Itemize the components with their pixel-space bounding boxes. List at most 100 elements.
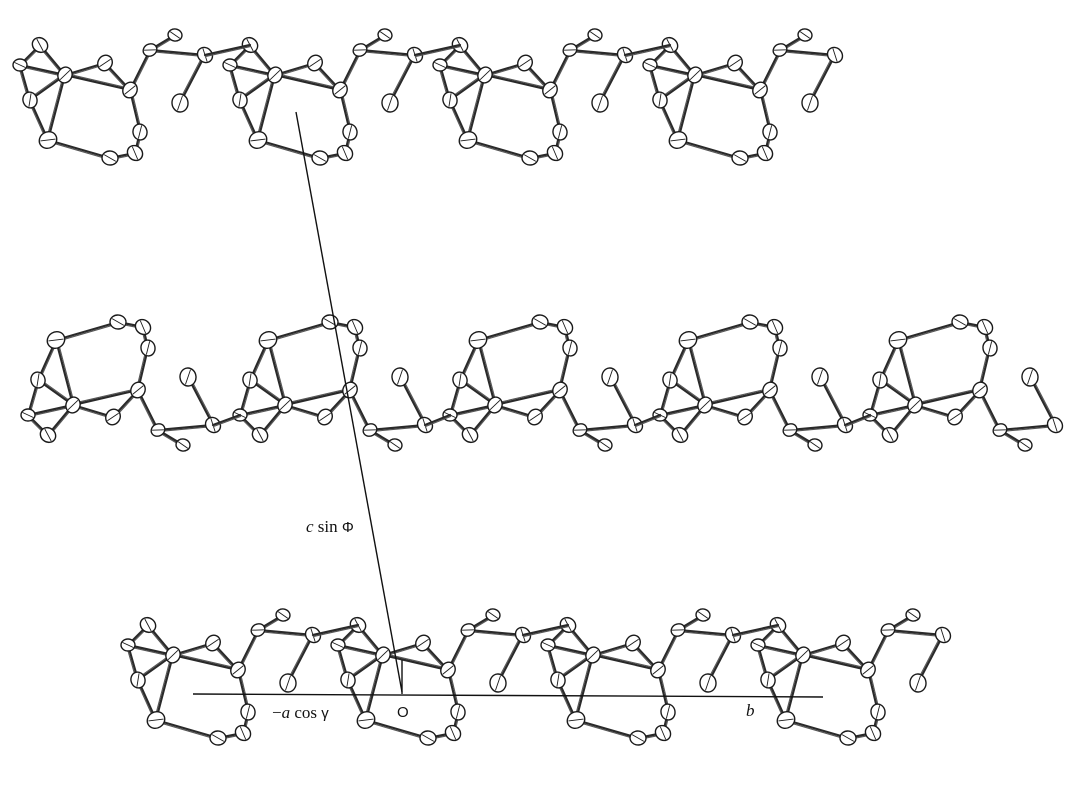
intermolecular-contact bbox=[211, 413, 242, 428]
bond bbox=[635, 415, 662, 428]
atom-principal-axis bbox=[124, 85, 136, 95]
atom-principal-axis bbox=[387, 95, 393, 111]
bond bbox=[64, 72, 131, 89]
atom-principal-axis bbox=[670, 138, 686, 142]
bond bbox=[788, 423, 847, 432]
atom-principal-axis bbox=[949, 412, 961, 422]
c-axis-line bbox=[295, 111, 403, 693]
bond bbox=[687, 322, 751, 343]
molecule bbox=[652, 314, 854, 452]
bond bbox=[413, 43, 462, 57]
bond bbox=[676, 628, 735, 637]
bond bbox=[414, 46, 461, 58]
minus-a-cos-gamma-label: −a cos γ bbox=[272, 703, 329, 722]
atom-principal-axis bbox=[177, 95, 183, 111]
bond bbox=[155, 720, 219, 741]
atom-principal-axis bbox=[111, 318, 125, 326]
atom-principal-axis bbox=[743, 318, 757, 326]
atom-principal-axis bbox=[909, 399, 921, 411]
atom-principal-axis bbox=[28, 93, 32, 107]
bond bbox=[676, 73, 697, 142]
atom-principal-axis bbox=[479, 69, 491, 81]
bond bbox=[913, 388, 982, 407]
atom-principal-axis bbox=[697, 611, 709, 619]
atom-principal-axis bbox=[358, 718, 374, 722]
bond bbox=[127, 646, 174, 658]
atom-principal-axis bbox=[890, 338, 906, 342]
bond bbox=[676, 138, 742, 160]
molecule bbox=[120, 608, 322, 746]
molecule bbox=[222, 28, 424, 166]
bond bbox=[494, 387, 561, 404]
atom-principal-axis bbox=[341, 146, 349, 160]
b-axis-line bbox=[192, 693, 824, 698]
atom-principal-axis bbox=[761, 146, 769, 160]
atom-principal-axis bbox=[245, 705, 251, 719]
intermolecular-contact bbox=[521, 623, 570, 638]
intermolecular-contact bbox=[623, 43, 672, 58]
atom-principal-axis bbox=[568, 718, 584, 722]
atom-principal-axis bbox=[752, 642, 764, 648]
bond bbox=[886, 628, 945, 637]
bond bbox=[211, 413, 242, 427]
molecule bbox=[432, 28, 634, 166]
bond bbox=[783, 654, 803, 721]
bond bbox=[624, 46, 671, 58]
bond bbox=[358, 48, 417, 57]
bond bbox=[55, 322, 119, 343]
bond bbox=[778, 48, 837, 57]
atom-principal-axis bbox=[587, 649, 599, 661]
atom-principal-axis bbox=[886, 428, 894, 442]
atom-principal-axis bbox=[771, 320, 779, 334]
atom-principal-axis bbox=[487, 611, 499, 619]
atom-principal-axis bbox=[529, 412, 541, 422]
bond bbox=[693, 73, 762, 92]
axis-labels: c sin Φ −a cos γ O b bbox=[272, 517, 755, 722]
atom-principal-axis bbox=[533, 318, 547, 326]
atom-principal-axis bbox=[544, 85, 556, 95]
bond bbox=[369, 426, 426, 433]
atom-principal-axis bbox=[421, 734, 435, 742]
bond bbox=[466, 73, 487, 142]
bond bbox=[466, 628, 525, 637]
bond bbox=[255, 74, 275, 141]
atom-principal-axis bbox=[347, 125, 353, 139]
atom-principal-axis bbox=[766, 673, 770, 687]
atom-principal-axis bbox=[144, 618, 152, 632]
bond bbox=[675, 74, 695, 141]
atom-principal-axis bbox=[434, 62, 446, 68]
atom-principal-axis bbox=[705, 675, 711, 691]
atom-principal-axis bbox=[1019, 441, 1031, 449]
atom-principal-axis bbox=[309, 58, 321, 68]
molecule-layer bbox=[12, 28, 1064, 746]
atom-principal-axis bbox=[862, 665, 874, 675]
atom-principal-axis bbox=[167, 649, 179, 661]
bond bbox=[467, 140, 531, 161]
atom-principal-axis bbox=[455, 705, 461, 719]
bond bbox=[72, 387, 139, 404]
bond bbox=[732, 626, 779, 638]
molecule bbox=[540, 608, 742, 746]
bond bbox=[256, 138, 322, 160]
bond bbox=[731, 623, 780, 637]
atom-principal-axis bbox=[36, 373, 40, 387]
atom-principal-axis bbox=[99, 58, 111, 68]
bond bbox=[365, 720, 429, 741]
atom-principal-axis bbox=[207, 638, 219, 648]
bond bbox=[381, 653, 450, 672]
molecule bbox=[20, 314, 222, 452]
atom-principal-axis bbox=[519, 58, 531, 68]
bond bbox=[337, 646, 384, 658]
bond bbox=[633, 413, 662, 427]
bond bbox=[703, 388, 772, 407]
atom-principal-axis bbox=[59, 69, 71, 81]
bond bbox=[999, 426, 1056, 433]
molecule bbox=[642, 28, 844, 166]
atom-principal-axis bbox=[40, 138, 56, 142]
atom-principal-axis bbox=[103, 154, 117, 162]
bond bbox=[843, 413, 872, 427]
atom-principal-axis bbox=[442, 665, 454, 675]
atom-principal-axis bbox=[379, 31, 391, 39]
atom-principal-axis bbox=[344, 385, 356, 395]
atom-principal-axis bbox=[389, 441, 401, 449]
